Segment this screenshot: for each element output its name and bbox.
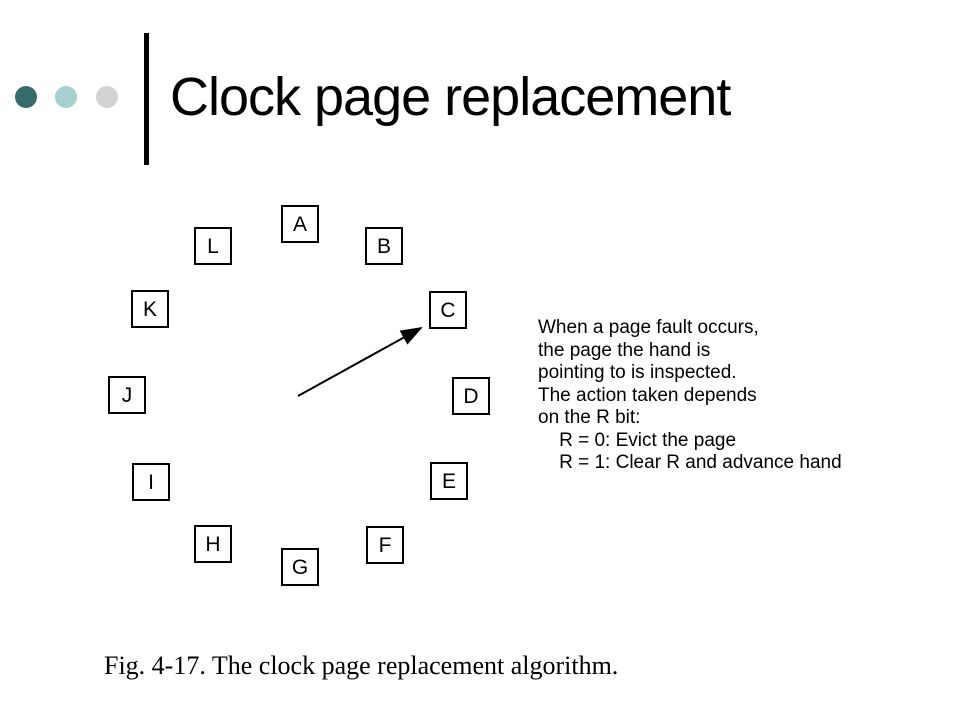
- page-frame-box-K: K: [131, 290, 169, 328]
- page-frame-label: J: [121, 383, 133, 407]
- title-divider-line: [144, 33, 149, 165]
- annotation-line: on the R bit:: [538, 407, 641, 428]
- annotation-line: the page the hand is: [538, 339, 711, 361]
- annotation-line: R = 1: Clear R and advance hand: [538, 452, 842, 473]
- annotation-line: pointing to is inspected.: [538, 362, 737, 383]
- annotation-line: The action taken depends: [538, 384, 757, 406]
- bullet-dot-teal-icon: [55, 86, 77, 108]
- annotation-line: When a page fault occurs,: [538, 317, 759, 338]
- page-frame-box-D: D: [452, 377, 490, 415]
- page-frame-box-I: I: [132, 463, 170, 501]
- bullet-dot-dark-icon: [15, 86, 37, 108]
- page-frame-label: A: [292, 212, 307, 236]
- page-frame-box-E: E: [430, 462, 468, 500]
- annotation-text: When a page fault occurs,the page the ha…: [538, 317, 842, 475]
- page-frame-box-J: J: [108, 376, 146, 414]
- page-frame-box-F: F: [366, 526, 404, 564]
- page-frame-label: I: [148, 470, 154, 494]
- page-frame-label: F: [378, 533, 392, 557]
- bullet-dot-gray-icon: [96, 86, 118, 108]
- page-frame-box-C: C: [429, 291, 467, 329]
- figure-caption: Fig. 4-17. The clock page replacement al…: [104, 651, 619, 680]
- page-frame-label: G: [291, 555, 309, 579]
- page-frame-box-H: H: [194, 525, 232, 563]
- page-frame-label: E: [441, 469, 456, 493]
- page-frame-box-G: G: [281, 548, 319, 586]
- page-frame-box-B: B: [365, 227, 403, 265]
- page-frame-label: H: [205, 532, 221, 556]
- page-frame-label: K: [142, 297, 157, 321]
- page-frame-label: B: [376, 234, 391, 258]
- page-frame-box-L: L: [194, 227, 232, 265]
- page-frame-label: C: [440, 298, 456, 322]
- page-frame-label: L: [207, 234, 219, 258]
- clock-hand-line: [297, 327, 423, 397]
- page-frame-label: D: [463, 384, 479, 408]
- slide-title: Clock page replacement: [170, 67, 731, 127]
- annotation-line: R = 0: Evict the page: [538, 429, 737, 451]
- page-frame-box-A: A: [281, 205, 319, 243]
